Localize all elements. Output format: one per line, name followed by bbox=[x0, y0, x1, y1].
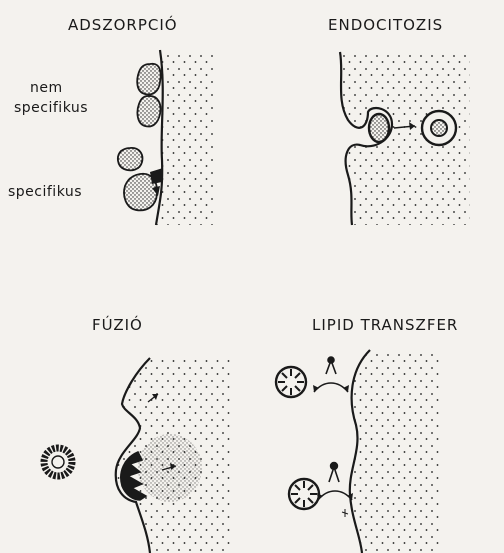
endocytosis-panel bbox=[340, 52, 470, 225]
specific-particle bbox=[118, 148, 143, 170]
lipid-mark bbox=[342, 509, 348, 517]
lipid-molecule-upper bbox=[326, 357, 336, 374]
adsorption-panel bbox=[118, 50, 215, 225]
exchange-arrow-lower bbox=[318, 491, 352, 500]
nonspecific-particle bbox=[137, 96, 160, 127]
fusion-panel bbox=[44, 358, 230, 553]
cell-membrane-lipid bbox=[350, 350, 440, 553]
lipid-transfer-panel bbox=[276, 350, 440, 553]
engulfed-particle bbox=[369, 114, 389, 142]
cell-membrane-adsorption bbox=[156, 50, 215, 225]
exchange-arrow-upper bbox=[314, 383, 348, 392]
nonspecific-particle bbox=[137, 64, 160, 95]
liposome-lower bbox=[289, 479, 319, 509]
internalized-particle bbox=[431, 120, 447, 136]
liposome-upper bbox=[276, 367, 306, 397]
lipid-molecule-lower bbox=[329, 463, 339, 482]
